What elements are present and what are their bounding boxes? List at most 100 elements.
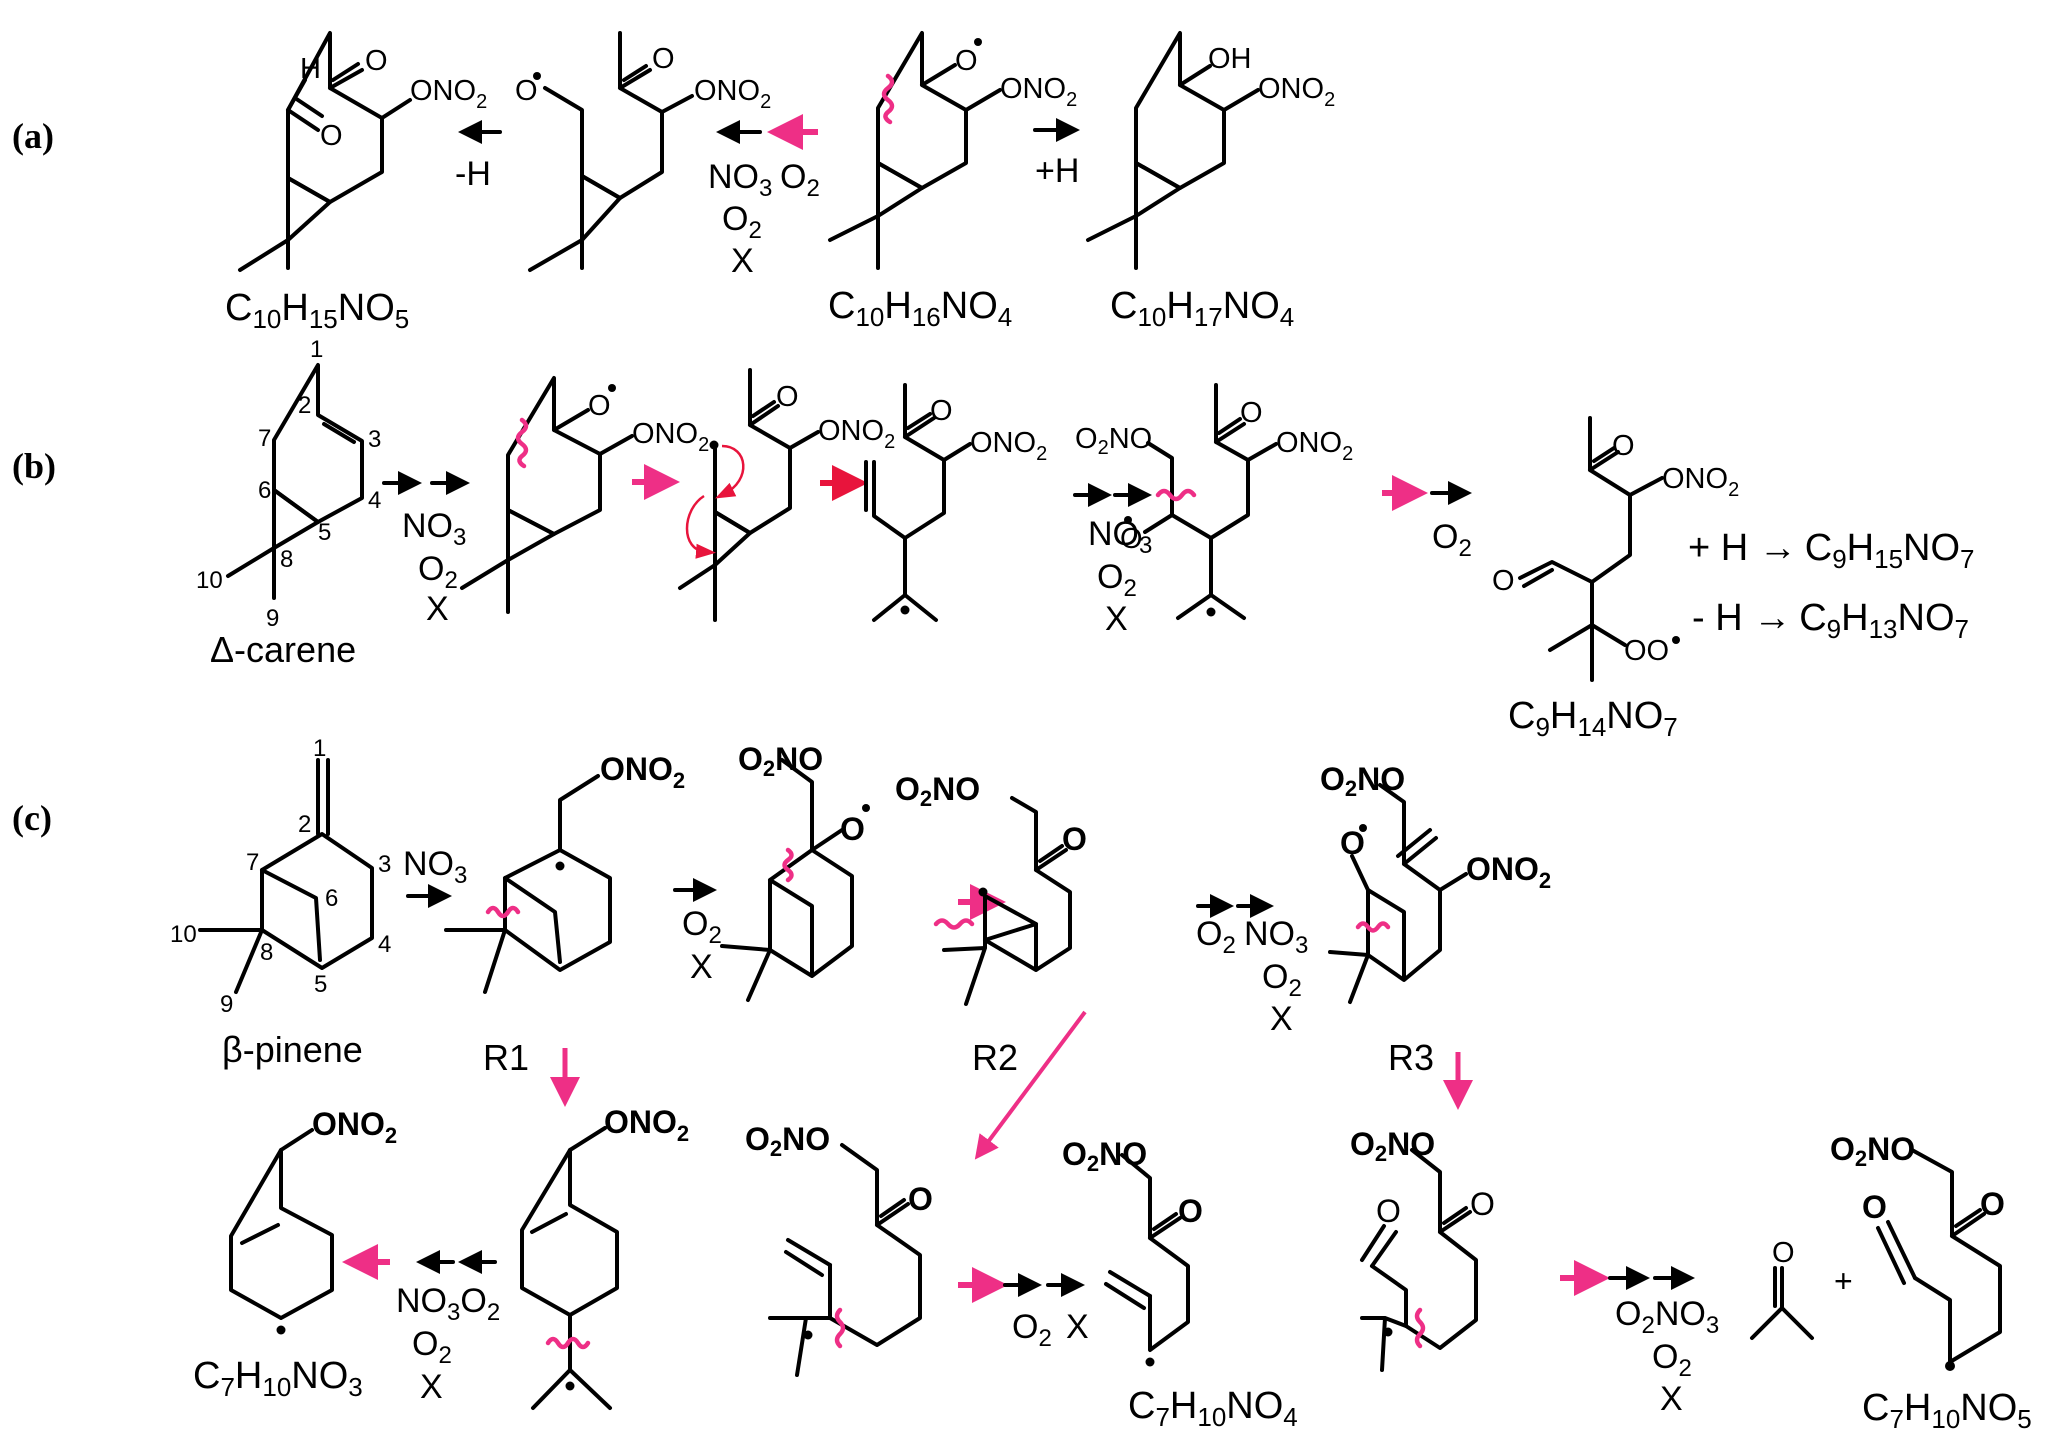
molecule-c-r3-alkoxy: O2NO O ONO2	[1320, 761, 1551, 1004]
ono2-group: ONO2	[600, 751, 685, 793]
reagent-x: X	[1066, 1308, 1089, 1346]
atom-number: 10	[196, 567, 223, 594]
reagent-no3: NO3	[403, 845, 467, 889]
scission-wavy-mark	[545, 1336, 591, 1350]
bond	[983, 796, 1072, 972]
atom-o: O	[320, 120, 343, 152]
reagent-minus-h: -H	[455, 155, 491, 193]
ono2-group: ONO2	[970, 427, 1047, 465]
formula-c9h14no7: C9H14NO7	[1508, 695, 1678, 742]
ono2-group: ONO2	[410, 75, 487, 113]
route-label-r3: R3	[1388, 1037, 1434, 1078]
plus-sign: +	[1834, 1263, 1853, 1299]
ono2-group: ONO2	[1276, 427, 1353, 465]
atom-o: O	[1178, 1193, 1203, 1229]
bond	[876, 31, 968, 190]
nitrate-group: O2NO	[1062, 1136, 1147, 1176]
bond	[1750, 1266, 1814, 1340]
bond	[876, 161, 924, 218]
molecule-c7h10no3: ONO2 C7H10NO3	[193, 1106, 397, 1402]
radical-dot	[1672, 636, 1680, 644]
reagent-no3: NO3	[402, 507, 466, 551]
atom-o: O	[776, 381, 799, 413]
radical-dot	[276, 1325, 286, 1335]
reagent-x: X	[1660, 1380, 1683, 1418]
atom-number: 3	[368, 426, 381, 453]
bond	[279, 1128, 314, 1152]
bond	[380, 98, 412, 120]
reagent-x: X	[420, 1368, 443, 1406]
scission-wavy-mark	[1414, 1307, 1426, 1349]
bond	[444, 928, 507, 994]
bond	[1246, 442, 1278, 462]
bond	[528, 238, 584, 272]
radical-dot	[1359, 824, 1367, 832]
molecule-c-alkyl-radical: ONO2	[444, 751, 685, 994]
ono2-group: ONO2	[1466, 851, 1551, 893]
aldehyde-o: O	[1492, 565, 1515, 597]
bond	[460, 558, 510, 614]
ono2-group: ONO2	[694, 75, 771, 113]
bond	[780, 758, 814, 852]
radical-dot	[1206, 607, 1216, 617]
scission-wavy-mark	[782, 847, 794, 883]
bond	[720, 944, 772, 1002]
acetone-o: O	[1772, 1237, 1795, 1269]
bond	[240, 1223, 280, 1245]
reagent-no3: NO3	[708, 158, 772, 202]
reagent-o2: O2	[418, 550, 458, 594]
bond	[260, 868, 322, 962]
bond	[1034, 844, 1068, 872]
bond	[568, 1126, 607, 1152]
bond	[1134, 31, 1226, 190]
molecule-b-peroxy-product: O ONO2 O OO C9H14NO7	[1492, 416, 1739, 742]
atom-number: 10	[170, 921, 197, 948]
atom-number: 1	[313, 735, 326, 762]
reagent-no3: NO3	[1244, 915, 1308, 959]
scission-wavy-mark	[515, 417, 529, 469]
atom-number: 5	[314, 971, 327, 998]
bond	[598, 434, 634, 456]
reagent-o2: O2	[780, 158, 820, 202]
formula-c7h10no3: C7H10NO3	[193, 1355, 363, 1402]
bond	[520, 1148, 619, 1317]
bond	[1120, 1153, 1190, 1352]
bond	[286, 176, 332, 242]
atom-o: O	[365, 45, 388, 77]
bond	[1214, 417, 1246, 444]
bond	[810, 828, 844, 852]
compound-name-delta-carene: Δ-carene	[210, 629, 356, 670]
radical-dot	[974, 38, 982, 46]
electron-curly-arrow	[715, 444, 745, 499]
bond	[784, 1238, 832, 1277]
atom-o: O	[652, 43, 675, 75]
bond	[530, 1212, 568, 1234]
atom-number: 8	[280, 546, 293, 573]
formula-c10h17no4: C10H17NO4	[1110, 285, 1294, 332]
scission-wavy-mark	[834, 1307, 846, 1349]
radical-dot	[565, 1381, 575, 1391]
molecule-c-r3-aldehyde-radical: O2NO O O	[1350, 1126, 1495, 1372]
bond	[286, 31, 384, 204]
bond	[1548, 623, 1627, 682]
ono2-group: ONO2	[1662, 463, 1739, 501]
ono2-group: ONO2	[312, 1106, 397, 1148]
atom-o: O	[1062, 821, 1087, 857]
bond	[1104, 1270, 1152, 1310]
nitrate-group: O2NO	[1830, 1131, 1915, 1171]
bond	[768, 878, 814, 974]
bond	[1876, 1220, 1917, 1285]
atom-o: O	[1980, 1186, 2005, 1222]
bond	[272, 363, 364, 524]
alkoxy-radical-o: O	[955, 45, 978, 77]
bond	[768, 1316, 832, 1377]
bond	[1396, 828, 1438, 866]
radical-dot	[978, 887, 988, 897]
reagent-x: X	[1270, 1000, 1293, 1038]
bond	[552, 408, 590, 432]
bond	[1148, 1212, 1182, 1240]
branch-plus-h-c9h15no7: + H →C9H15NO7	[1688, 527, 1975, 574]
molecule-c7h10no4: O2NO O C7H10NO4	[1062, 1136, 1298, 1432]
molecule-delta-carene: 1 2 3 4 5 6 7 8 9 10 Δ-carene	[196, 336, 381, 670]
reagent-plus-h: +H	[1035, 152, 1079, 190]
